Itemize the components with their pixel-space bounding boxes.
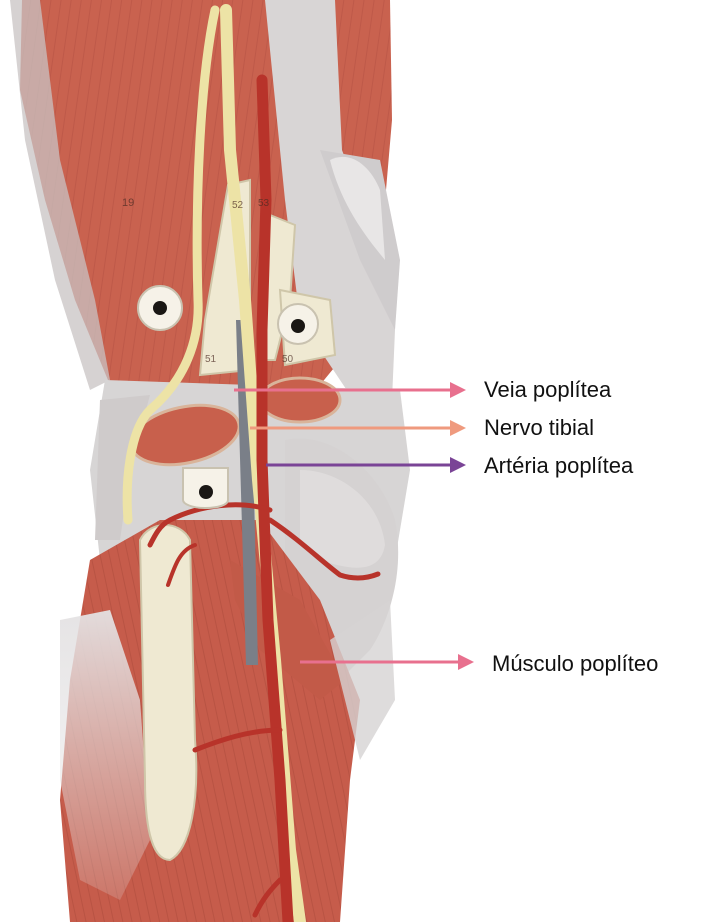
model-mark-3: 52 [232,200,244,211]
mount-hole-1 [138,286,182,330]
mount-hole-3 [183,468,228,508]
label-nervo-tibial: Nervo tibial [484,415,594,441]
mount-hole-2 [278,304,318,344]
model-mark-2: 51 [205,354,217,365]
label-veia-poplitea: Veia poplítea [484,377,611,403]
label-musculo-popliteo: Músculo poplíteo [492,651,658,677]
model-mark-5: 53 [258,198,270,209]
lateral-condyle [260,378,340,422]
model-mark-4: 50 [282,354,294,365]
model-mark-1: 19 [122,197,134,209]
label-arteria-poplitea: Artéria poplítea [484,453,633,479]
fibula-bone [140,525,196,860]
